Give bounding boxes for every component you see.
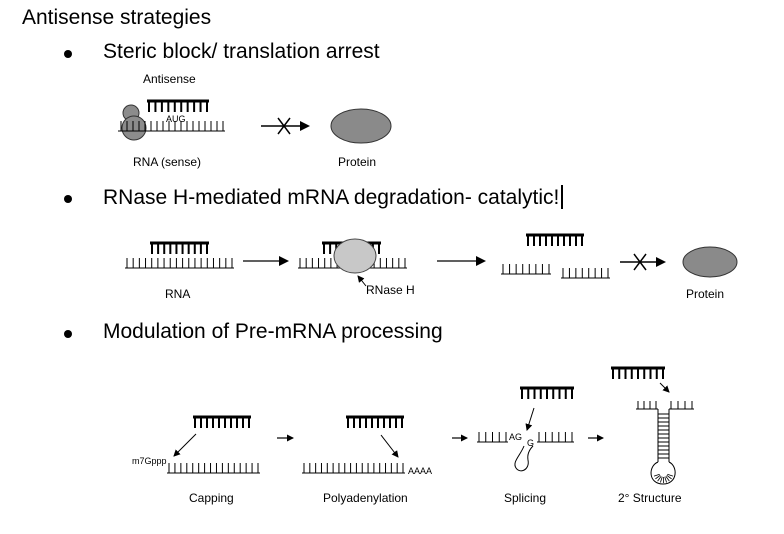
cap-label: m7Gppp (132, 456, 167, 466)
stem-loop-structure (636, 401, 694, 485)
splice-g-label: G (527, 438, 534, 448)
antisense-oligo (346, 415, 404, 428)
exon-strand (537, 432, 574, 443)
slide-title: Antisense strategies (22, 6, 212, 29)
bullet-rnase-h: RNase H-mediated mRNA degradation- catal… (64, 185, 563, 210)
steric-block-panel: Antisense AUG RNA (sense) Protein (118, 72, 392, 169)
aug-label: AUG (166, 114, 186, 124)
intron-loop (514, 445, 534, 472)
rnase-h-enzyme (333, 238, 377, 274)
loop-tick (653, 473, 660, 477)
loop-tick (660, 476, 663, 483)
protein-shape (330, 108, 392, 144)
pre-mrna-panel: m7Gppp Capping AAAA Polyadenylation (132, 366, 694, 505)
bullet-dot (64, 50, 72, 58)
loop-tick (657, 476, 662, 482)
released-antisense-oligo (526, 233, 584, 246)
caption-2-structure: 2° Structure (618, 491, 682, 505)
loop-tick (655, 475, 661, 480)
antisense-oligo (150, 241, 209, 254)
sense-rna-strand (118, 121, 225, 132)
rna-strand (302, 463, 405, 474)
protein-shape (682, 246, 738, 278)
bullet-text: RNase H-mediated mRNA degradation- catal… (103, 186, 560, 209)
loop-tick (666, 475, 672, 480)
cleaved-rna-fragment (561, 268, 610, 279)
antisense-oligo (611, 366, 665, 379)
bullet-dot (64, 195, 72, 203)
caption-capping: Capping (189, 491, 234, 505)
loop-tick (665, 476, 670, 482)
bullet-text: Steric block/ translation arrest (103, 40, 380, 63)
poly-a-label: AAAA (408, 466, 432, 476)
loop-tick (667, 473, 674, 477)
rna-sense-label: RNA (sense) (133, 155, 201, 169)
loop-tick (664, 476, 667, 483)
antisense-oligo (193, 415, 251, 428)
bullet-steric-block: Steric block/ translation arrest (64, 40, 380, 64)
antisense-label: Antisense (143, 72, 196, 86)
rna-strand (125, 258, 234, 269)
rna-label: RNA (165, 287, 190, 301)
rna-strand (167, 463, 260, 474)
splice-ag-label: AG (509, 432, 522, 442)
rnase-h-panel: RNA RNase H (125, 233, 738, 301)
blocked-arrow (261, 117, 310, 135)
exon-strand (477, 432, 508, 443)
text-cursor (561, 185, 563, 209)
antisense-oligo (520, 386, 574, 399)
caption-polyadenylation: Polyadenylation (323, 491, 408, 505)
blocked-arrow (620, 253, 666, 271)
bullet-pre-mrna: Modulation of Pre-mRNA processing (64, 320, 443, 344)
antisense-oligo (147, 99, 209, 112)
protein-label: Protein (686, 287, 724, 301)
pointer-arrow (525, 407, 535, 431)
rnase-h-label: RNase H (366, 283, 415, 297)
bullet-text: Modulation of Pre-mRNA processing (103, 320, 443, 343)
pointer-arrow (173, 433, 197, 457)
pointer-arrow (380, 434, 399, 458)
bullet-dot (64, 330, 72, 338)
pointer-arrow (357, 275, 367, 287)
cleaved-rna-fragment (501, 264, 551, 275)
caption-splicing: Splicing (504, 491, 546, 505)
pointer-arrow (659, 382, 670, 393)
protein-label: Protein (338, 155, 376, 169)
ribosome (121, 104, 147, 141)
